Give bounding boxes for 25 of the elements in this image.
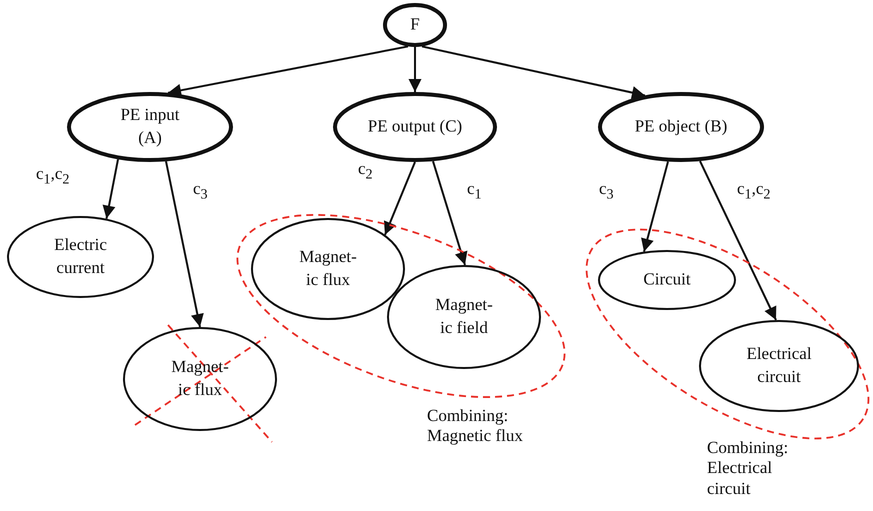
arrow [422,45,646,99]
node-label: Magnet- ic flux [298,246,358,291]
node-label: F [409,14,421,36]
node-label: PE object (B) [634,116,728,138]
node-label: PE output (C) [368,116,462,138]
group-caption: Combining: Magnetic flux [427,406,524,447]
node-label: PE input (A) [119,104,181,149]
arrow [641,161,669,252]
arrow [102,159,119,219]
group-caption: Combining: Electrical circuit [707,438,790,500]
ellipse-node [7,216,154,298]
arrow [432,160,468,266]
ellipse-node [67,92,233,162]
ellipse-node [123,327,277,431]
arrow [168,45,408,97]
arrow [165,161,204,328]
ellipse-node [383,3,447,47]
node-label: Magnet- ic field [434,294,494,339]
arrow [408,47,422,92]
ellipse-node [251,218,405,320]
arrow [384,162,416,236]
ellipse-node [333,92,497,162]
ellipse-node [598,92,764,162]
ellipse-node [387,265,541,369]
node-label: Electric current [53,234,108,279]
